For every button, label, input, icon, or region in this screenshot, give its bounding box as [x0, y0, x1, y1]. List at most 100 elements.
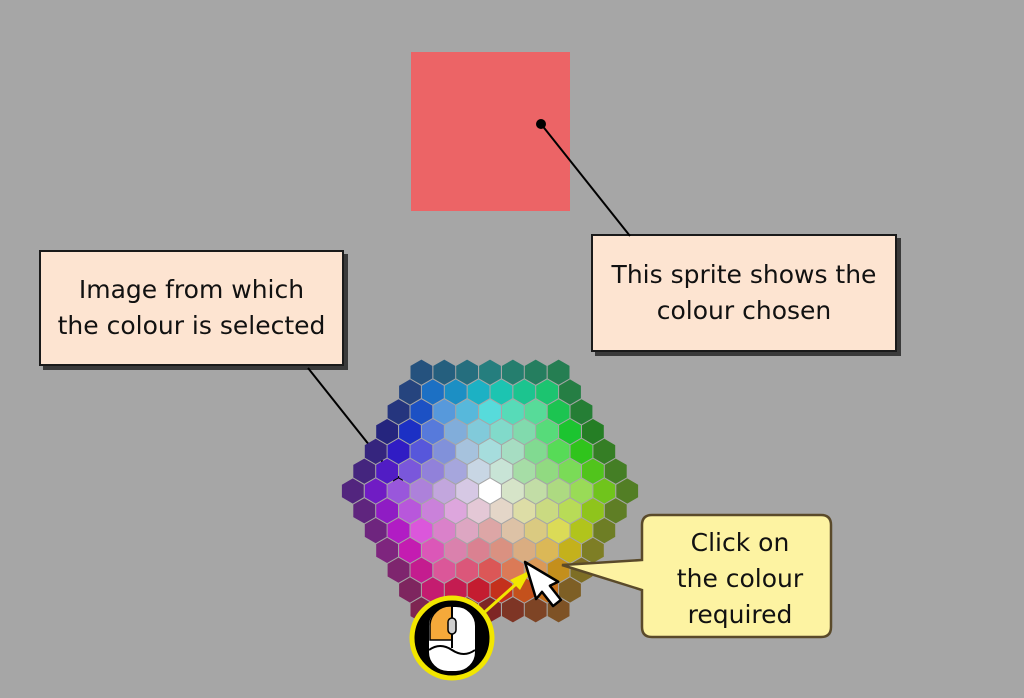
palette-hex[interactable]	[524, 438, 547, 464]
palette-hex[interactable]	[410, 399, 433, 425]
palette-hex[interactable]	[593, 478, 616, 504]
palette-hex[interactable]	[353, 458, 376, 484]
palette-hex[interactable]	[559, 498, 581, 524]
palette-hex[interactable]	[513, 379, 536, 405]
palette-hex[interactable]	[421, 537, 444, 563]
palette-hex[interactable]	[433, 518, 456, 544]
palette-hex[interactable]	[353, 498, 376, 524]
palette-hex[interactable]	[364, 518, 387, 544]
palette-hex[interactable]	[479, 438, 501, 464]
palette-hex[interactable]	[570, 438, 593, 464]
palette-hex[interactable]	[444, 498, 467, 524]
palette-hex[interactable]	[502, 518, 524, 544]
palette-hex[interactable]	[536, 537, 559, 563]
palette-hex[interactable]	[479, 518, 501, 544]
palette-hex[interactable]	[456, 518, 478, 544]
palette-hex[interactable]	[410, 518, 433, 544]
palette-hex[interactable]	[547, 438, 570, 464]
palette-hex[interactable]	[490, 379, 513, 405]
palette-hex[interactable]	[582, 537, 604, 563]
palette-hex[interactable]	[479, 478, 501, 504]
palette-hex[interactable]	[513, 498, 536, 524]
palette-hex[interactable]	[433, 399, 456, 425]
palette-hex[interactable]	[524, 478, 547, 504]
palette-hex[interactable]	[513, 537, 536, 563]
palette-hex[interactable]	[582, 458, 604, 484]
palette-hex[interactable]	[456, 359, 478, 385]
palette-hex[interactable]	[490, 537, 513, 563]
palette-hex[interactable]	[513, 458, 536, 484]
palette-hex[interactable]	[467, 498, 490, 524]
palette-hex[interactable]	[387, 557, 410, 583]
palette-hex[interactable]	[582, 498, 604, 524]
palette-hex[interactable]	[387, 518, 410, 544]
palette-hex[interactable]	[410, 557, 433, 583]
palette-hex[interactable]	[421, 458, 444, 484]
palette-hex[interactable]	[490, 419, 513, 445]
palette-hex[interactable]	[444, 379, 467, 405]
palette-hex[interactable]	[616, 478, 639, 504]
palette-hex[interactable]	[536, 379, 559, 405]
palette-hex[interactable]	[467, 419, 490, 445]
palette-hex[interactable]	[490, 498, 513, 524]
palette-hex[interactable]	[547, 518, 570, 544]
palette-hex[interactable]	[444, 458, 467, 484]
palette-hex[interactable]	[387, 399, 410, 425]
palette-hex[interactable]	[559, 537, 581, 563]
palette-hex[interactable]	[536, 419, 559, 445]
palette-hex[interactable]	[444, 537, 467, 563]
palette-hex[interactable]	[547, 399, 570, 425]
palette-hex[interactable]	[582, 419, 604, 445]
palette-hex[interactable]	[524, 518, 547, 544]
palette-hex[interactable]	[387, 438, 410, 464]
palette-hex[interactable]	[421, 498, 444, 524]
palette-hex[interactable]	[479, 399, 501, 425]
palette-hex[interactable]	[399, 498, 421, 524]
palette-hex[interactable]	[559, 379, 581, 405]
palette-hex[interactable]	[570, 399, 593, 425]
palette-hex[interactable]	[410, 478, 433, 504]
palette-hex[interactable]	[536, 458, 559, 484]
palette-hex[interactable]	[456, 438, 478, 464]
palette-hex[interactable]	[399, 379, 421, 405]
palette-hex[interactable]	[376, 498, 398, 524]
palette-hex[interactable]	[421, 379, 444, 405]
palette-hex[interactable]	[524, 597, 547, 623]
palette-hex[interactable]	[399, 577, 421, 603]
palette-hex[interactable]	[364, 478, 387, 504]
palette-hex[interactable]	[570, 478, 593, 504]
palette-hex[interactable]	[479, 557, 501, 583]
palette-hex[interactable]	[433, 359, 456, 385]
palette-hex[interactable]	[421, 577, 444, 603]
palette-hex[interactable]	[604, 498, 627, 524]
palette-hex[interactable]	[559, 577, 581, 603]
palette-hex[interactable]	[513, 419, 536, 445]
palette-hex[interactable]	[559, 458, 581, 484]
palette-hex[interactable]	[479, 359, 501, 385]
palette-hex[interactable]	[376, 537, 398, 563]
palette-hex[interactable]	[467, 577, 490, 603]
palette-hex[interactable]	[399, 419, 421, 445]
palette-hex[interactable]	[536, 498, 559, 524]
palette-hex[interactable]	[593, 518, 616, 544]
palette-hex[interactable]	[490, 577, 513, 603]
palette-hex[interactable]	[502, 399, 524, 425]
palette-hex[interactable]	[547, 359, 570, 385]
palette-hex[interactable]	[502, 359, 524, 385]
palette-hex[interactable]	[570, 518, 593, 544]
colour-palette-image[interactable]	[341, 359, 639, 623]
palette-hex[interactable]	[433, 478, 456, 504]
palette-hex[interactable]	[467, 458, 490, 484]
palette-hex[interactable]	[559, 419, 581, 445]
palette-hex[interactable]	[490, 458, 513, 484]
palette-hex[interactable]	[376, 458, 398, 484]
palette-hex[interactable]	[456, 399, 478, 425]
palette-hex[interactable]	[502, 597, 524, 623]
palette-hex[interactable]	[456, 557, 478, 583]
palette-hex[interactable]	[410, 438, 433, 464]
palette-hex[interactable]	[604, 458, 627, 484]
palette-hex[interactable]	[456, 478, 478, 504]
palette-hex[interactable]	[467, 537, 490, 563]
palette-hex[interactable]	[364, 438, 387, 464]
palette-hex[interactable]	[524, 359, 547, 385]
